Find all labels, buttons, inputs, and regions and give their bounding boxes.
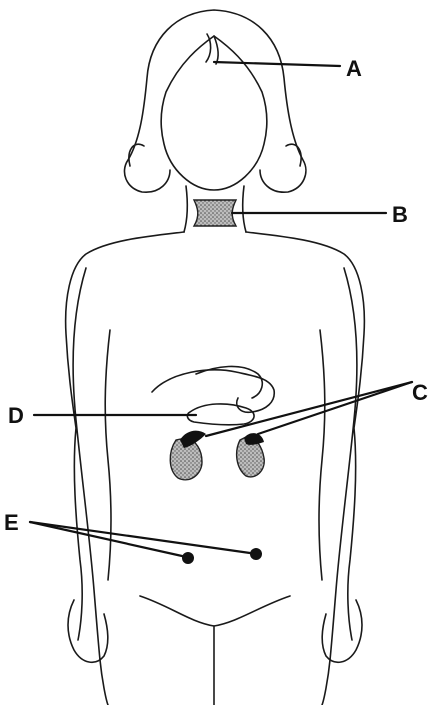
hips-outline xyxy=(140,596,290,626)
label-e: E xyxy=(4,510,19,535)
legs-outline xyxy=(100,626,330,705)
label-b: B xyxy=(392,202,408,227)
leader-e-left xyxy=(30,522,182,556)
leader-a xyxy=(214,62,340,66)
right-ovary xyxy=(250,548,262,560)
right-arm-outline xyxy=(319,268,357,660)
label-a: A xyxy=(346,56,362,81)
label-d: D xyxy=(8,403,24,428)
pancreas-gland xyxy=(187,404,254,425)
leader-c-upper xyxy=(206,382,412,436)
left-ovary xyxy=(182,552,194,564)
thyroid-gland xyxy=(194,200,236,226)
stomach-outline xyxy=(152,370,274,413)
leader-c-lower xyxy=(258,382,412,434)
left-hand-outline xyxy=(68,600,108,662)
left-arm-outline xyxy=(73,268,111,660)
leader-e-right xyxy=(30,522,250,553)
label-c: C xyxy=(412,380,428,405)
right-adrenal-gland xyxy=(244,433,264,445)
right-hand-outline xyxy=(322,600,362,662)
torso-outline xyxy=(66,232,365,640)
face-outline xyxy=(161,36,267,190)
hair-inner-right xyxy=(286,144,301,166)
